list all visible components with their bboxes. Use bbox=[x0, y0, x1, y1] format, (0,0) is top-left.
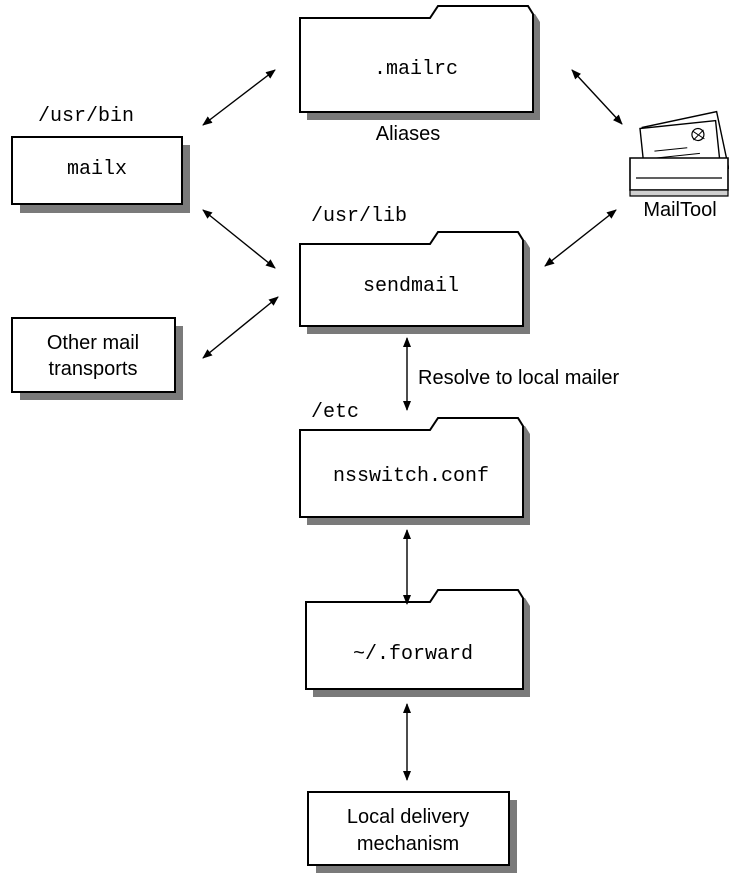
local-delivery-line1: Local delivery bbox=[347, 806, 469, 828]
mailrc-label: .mailrc bbox=[374, 58, 458, 81]
other-mail-line2: transports bbox=[49, 358, 138, 380]
aliases-caption: Aliases bbox=[376, 123, 440, 145]
edges bbox=[202, 69, 623, 781]
edge-sendmail-other-transports bbox=[202, 296, 279, 359]
mailx-box: mailx bbox=[11, 136, 190, 213]
mailx-label: mailx bbox=[67, 158, 127, 181]
local-delivery-line2: mechanism bbox=[357, 833, 459, 855]
other-mail-transports-box: Other mail transports bbox=[11, 317, 183, 400]
usr-lib-path-label: /usr/lib bbox=[311, 205, 407, 228]
other-mail-line1: Other mail bbox=[47, 332, 139, 354]
edge-mailrc-mailtool bbox=[571, 69, 623, 125]
forward-folder: ~/.forward bbox=[305, 589, 530, 697]
sendmail-folder: sendmail bbox=[299, 231, 530, 334]
edge-mailrc-mailx bbox=[202, 69, 276, 126]
nsswitch-folder: nsswitch.conf bbox=[299, 417, 530, 525]
nsswitch-label: nsswitch.conf bbox=[333, 465, 489, 488]
etc-path-label: /etc bbox=[311, 401, 359, 424]
resolve-edge-label: Resolve to local mailer bbox=[418, 367, 620, 389]
edge-mailtool-sendmail bbox=[544, 209, 617, 267]
edge-mailx-sendmail bbox=[202, 209, 276, 269]
mailtool-icon bbox=[629, 110, 729, 197]
mailtool-label: MailTool bbox=[643, 199, 716, 221]
mailrc-folder: .mailrc bbox=[299, 5, 540, 120]
local-delivery-box: Local delivery mechanism bbox=[307, 791, 517, 873]
sendmail-label: sendmail bbox=[363, 275, 459, 298]
usr-bin-path-label: /usr/bin bbox=[38, 105, 134, 128]
forward-label: ~/.forward bbox=[353, 643, 473, 666]
